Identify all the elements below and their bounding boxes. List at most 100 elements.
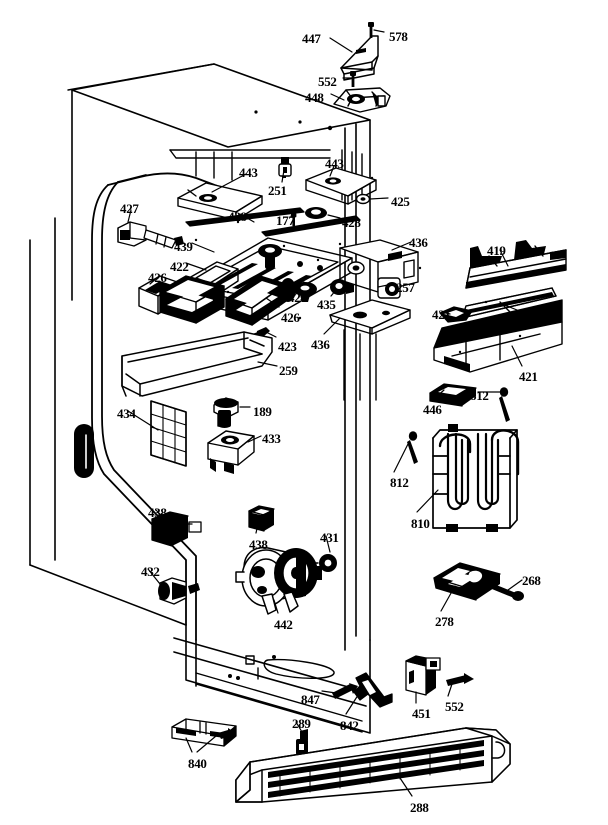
part-428-knob xyxy=(305,207,327,219)
callout-259-crisper-cover-shelf: 259 xyxy=(279,363,298,378)
part-842-leg-bracket xyxy=(353,672,393,708)
part-443-right-support xyxy=(305,167,377,205)
callout-552-door-stop-screw: 552 xyxy=(445,699,464,714)
door-gasket-detail xyxy=(74,424,94,478)
callout-847-leveling-leg-screw: 847 xyxy=(301,692,320,707)
part-812-clamp-lower xyxy=(407,431,418,464)
part-446-end-cap xyxy=(429,383,477,407)
callout-288-base-grille: 288 xyxy=(410,800,429,815)
part-552-screw-top xyxy=(350,71,356,87)
callout-578-handle-screw: 578 xyxy=(389,29,408,44)
part-847-leveling-screw xyxy=(332,683,358,699)
part-436-damper-plate xyxy=(329,299,411,401)
callout-422-air-duct-cover: 422 xyxy=(170,259,189,274)
callout-426-air-duct-left: 426 xyxy=(148,270,167,285)
top-panel-holes xyxy=(254,110,333,131)
callout-552-bracket-screw: 552 xyxy=(318,74,337,89)
callout-424-thumbscrew: 424 xyxy=(288,290,307,305)
callout-433-hinge-bracket: 433 xyxy=(262,431,281,446)
part-426-duct-mid xyxy=(159,275,225,324)
part-278-mount-plate xyxy=(433,562,501,601)
callout-189-hinge-pin: 189 xyxy=(253,404,272,419)
part-288-base-grille xyxy=(235,727,511,803)
callout-435-cam-bushing: 435 xyxy=(317,297,336,312)
part-431-fan-nut xyxy=(309,554,337,572)
callout-289-roller-stud: 289 xyxy=(292,716,311,731)
stipple-dots xyxy=(194,176,522,354)
callout-428-shelf-rail-right: 428 xyxy=(342,215,361,230)
callout-251-light-socket: 251 xyxy=(268,183,287,198)
part-810-evaporator-coil xyxy=(432,424,520,532)
callout-278-compressor-mount-plate: 278 xyxy=(435,614,454,629)
part-451-door-stop xyxy=(405,655,441,696)
part-433-hinge-bracket xyxy=(207,430,255,474)
callout-428-shelf-rail-left: 428 xyxy=(228,209,247,224)
callout-447-freezer-door-handle-trim: 447 xyxy=(302,31,321,46)
cabinet-bottom-rail xyxy=(195,655,363,733)
part-442-fan-motor xyxy=(235,546,322,615)
callout-421-slide-rail-assembly: 421 xyxy=(519,369,538,384)
callout-812-coil-clamp: 812 xyxy=(390,475,409,490)
callout-448-handle-bracket: 448 xyxy=(305,90,324,105)
cabinet-liner-outline xyxy=(91,172,229,641)
callout-443-shelf-support-right: 443 xyxy=(325,156,344,171)
callout-438-relay: 438 xyxy=(148,505,167,520)
cabinet-shell xyxy=(29,63,371,734)
callout-442-condenser-fan-motor: 442 xyxy=(274,617,293,632)
callout-421-slide-bracket: 421 xyxy=(432,307,451,322)
part-421-slide-bracket-small xyxy=(439,306,473,323)
callout-438-overload-protector: 438 xyxy=(249,537,268,552)
part-259-shelf-panel xyxy=(121,331,273,397)
callout-432-drain-fitting: 432 xyxy=(141,564,160,579)
callout-443-shelf-support-left: 443 xyxy=(239,165,258,180)
liner-upper-ledges xyxy=(169,149,363,201)
callout-434-vent-grille: 434 xyxy=(117,406,136,421)
callout-439-control-housing-base: 439 xyxy=(174,239,193,254)
callout-812-coil-clamp: 812 xyxy=(470,388,489,403)
part-578-screw xyxy=(368,22,374,38)
duct-outlet-boot xyxy=(280,278,296,302)
part-289-roller-stud-lower xyxy=(296,729,308,755)
callout-268-mounting-stud: 268 xyxy=(522,573,541,588)
part-840-roller-assembly xyxy=(171,718,237,747)
callout-257-bushing: 257 xyxy=(396,280,415,295)
callout-451-door-stop: 451 xyxy=(412,706,431,721)
part-421-slide-rail-assembly xyxy=(433,299,563,373)
callout-840-roller-assembly: 840 xyxy=(188,756,207,771)
callout-427-wire-harness-connector: 427 xyxy=(120,201,139,216)
callout-810-evaporator-coil: 810 xyxy=(411,516,430,531)
callout-177-screw: 177 xyxy=(276,213,295,228)
part-427-harness-connector xyxy=(117,221,184,249)
part-438-relay xyxy=(151,511,202,547)
callout-425-grommet: 425 xyxy=(391,194,410,209)
part-447-handle-trim xyxy=(340,35,379,81)
part-425-grommet xyxy=(355,193,371,205)
part-552-door-stop-screw xyxy=(446,673,474,686)
part-448-handle-bracket xyxy=(333,87,391,113)
callout-436-damper-control: 436 xyxy=(409,235,428,250)
part-419-shelf-frame xyxy=(465,240,567,289)
callout-420-shelf-rail: 420 xyxy=(520,312,539,327)
callout-431-fan-blade-nut: 431 xyxy=(320,530,339,545)
part-426-duct-left xyxy=(138,275,181,315)
part-438-overload xyxy=(248,505,275,532)
part-428-rail-right xyxy=(261,215,361,237)
callout-423-clip: 423 xyxy=(278,339,297,354)
callout-426-air-duct-right: 426 xyxy=(281,310,300,325)
part-268-stud xyxy=(487,582,524,601)
part-812-clamp-upper xyxy=(499,387,510,422)
part-426-duct-right xyxy=(225,275,287,326)
part-189-hinge-pin xyxy=(213,397,239,428)
callout-842-leveling-leg-bracket: 842 xyxy=(340,718,359,733)
callout-436-damper-housing: 436 xyxy=(311,337,330,352)
part-424-thumbscrew xyxy=(293,282,317,302)
part-436-damper-control xyxy=(339,239,419,293)
callout-419-shelf-frame-rear: 419 xyxy=(487,243,506,258)
callout-446-end-cap: 446 xyxy=(423,402,442,417)
part-432-drain-fitting xyxy=(158,577,200,605)
control-knob-large xyxy=(258,244,282,270)
upper-wall-edge xyxy=(67,63,215,91)
leader-lines xyxy=(127,29,523,797)
